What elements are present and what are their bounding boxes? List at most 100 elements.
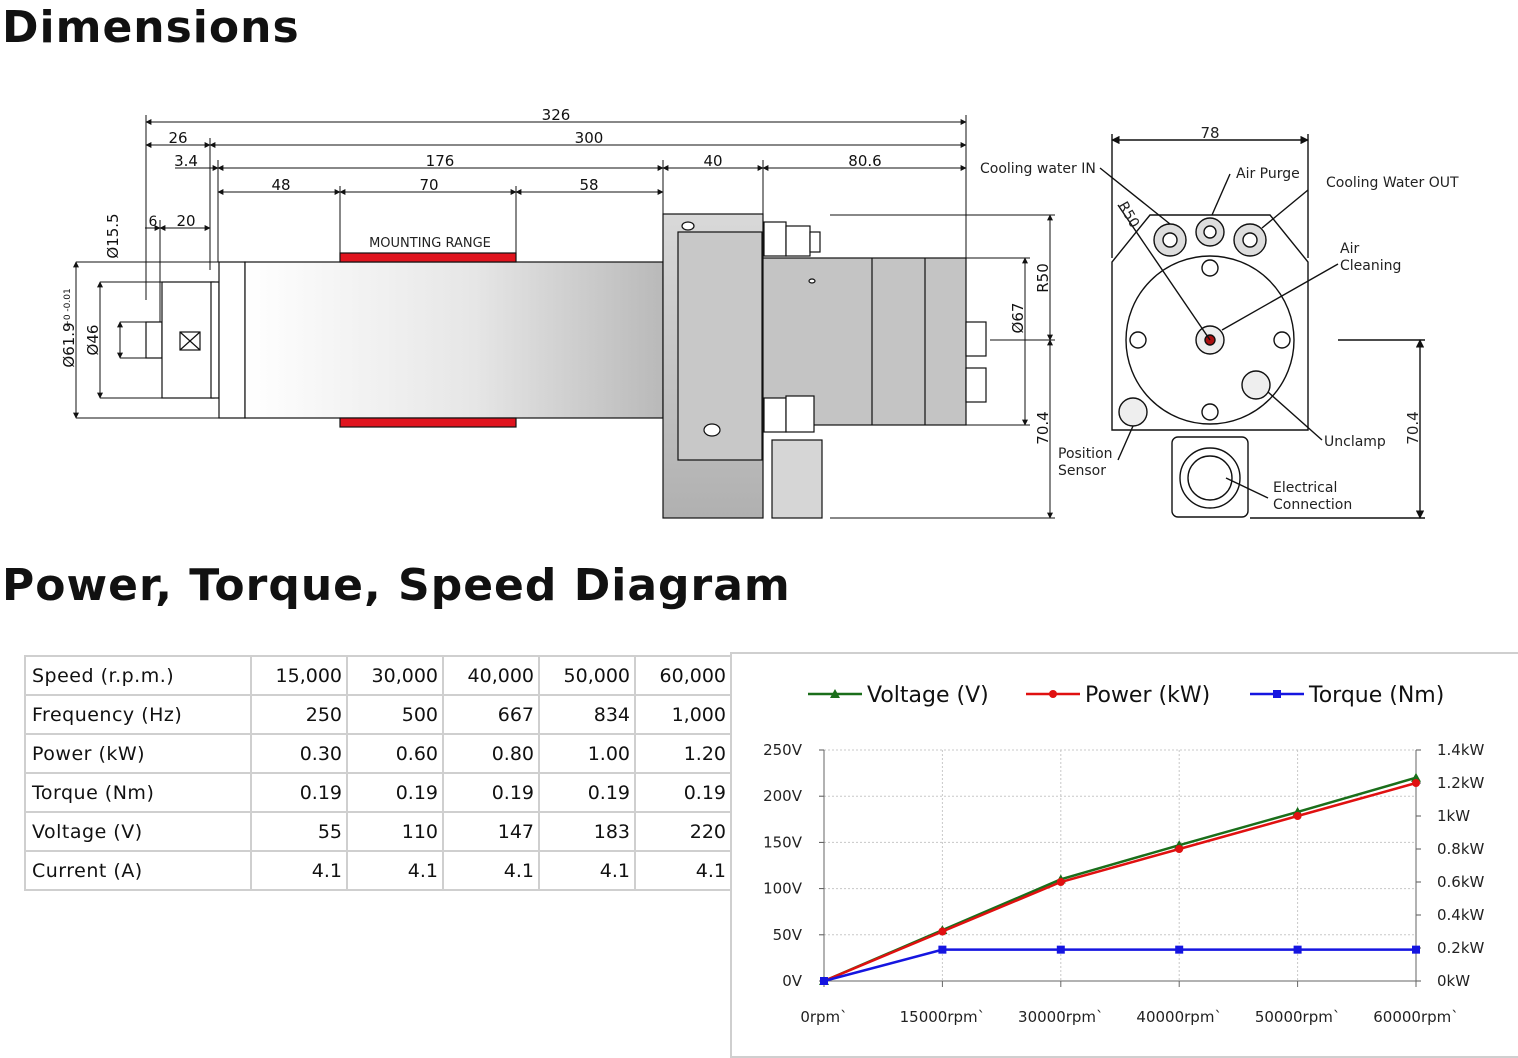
data-point — [938, 945, 947, 954]
data-point — [1411, 772, 1421, 782]
table-cell: 55 — [250, 811, 348, 852]
dim-d61-9: Ø61.9 — [60, 322, 78, 367]
table-cell: 4.1 — [442, 850, 540, 891]
spindle-side-view — [145, 213, 987, 519]
table-cell: 15,000 — [250, 655, 348, 696]
table-cell: 0.19 — [538, 772, 636, 813]
table-cell: 1.20 — [634, 733, 732, 774]
data-point — [820, 977, 828, 985]
table-cell: 220 — [634, 811, 732, 852]
table-cell: 4.1 — [250, 850, 348, 891]
position-sensor — [1118, 397, 1148, 427]
spindle-end-view — [1099, 134, 1425, 519]
table-cell: 667 — [442, 694, 540, 735]
data-point — [1056, 945, 1065, 954]
label-air-1: Air — [1340, 241, 1359, 257]
y-right-tick-label: 0.2kW — [1437, 939, 1485, 957]
label-position-2: Sensor — [1058, 463, 1106, 479]
spindle-nose — [145, 321, 163, 359]
label-unclamp: Unclamp — [1324, 434, 1386, 450]
y-left-tick-label: 200V — [763, 787, 803, 805]
dim-326: 326 — [542, 106, 571, 124]
table-cell: 0.80 — [442, 733, 540, 774]
label-air-purge: Air Purge — [1236, 166, 1300, 182]
y-right-tick-label: 0.6kW — [1437, 873, 1485, 891]
x-tick-label: 40000rpm` — [1136, 1008, 1222, 1026]
table-cell: 0.19 — [442, 772, 540, 813]
spindle-body — [244, 261, 664, 419]
row-label: Frequency (Hz) — [24, 694, 252, 735]
y-right-tick-label: 0.4kW — [1437, 906, 1485, 924]
series-line-1 — [823, 781, 1417, 983]
x-tick-label: 15000rpm` — [900, 1008, 986, 1026]
table-cell: 60,000 — [634, 655, 732, 696]
dim-78: 78 — [1200, 124, 1219, 142]
table-cell: 4.1 — [538, 850, 636, 891]
data-point — [1412, 945, 1420, 954]
table-cell: 110 — [346, 811, 444, 852]
table-cell: 50,000 — [538, 655, 636, 696]
legend-marker — [1273, 690, 1281, 698]
electrical-connector-side — [771, 439, 823, 519]
rear-fitting-top — [965, 321, 987, 357]
dim-d15-5: Ø15.5 — [104, 213, 122, 258]
legend-label: Voltage (V) — [867, 683, 989, 708]
label-cooling-out: Cooling Water OUT — [1326, 175, 1459, 191]
mounting-range-bottom — [339, 417, 517, 428]
table-cell: 1.00 — [538, 733, 636, 774]
front-bearing-cap — [218, 261, 246, 419]
y-left-tick-label: 0V — [782, 972, 803, 990]
fitting-top — [763, 221, 787, 257]
data-point — [1056, 878, 1065, 886]
table-cell: 40,000 — [442, 655, 540, 696]
table-cell: 250 — [250, 694, 348, 735]
data-point — [1293, 812, 1302, 820]
data-point — [1175, 845, 1184, 853]
y-left-tick-label: 50V — [773, 926, 803, 944]
legend-label: Torque (Nm) — [1308, 683, 1444, 708]
y-left-tick-label: 250V — [763, 741, 803, 759]
dim-70-4: 70.4 — [1034, 411, 1052, 444]
dim-d67: Ø67 — [1009, 303, 1027, 334]
row-label: Current (A) — [24, 850, 252, 891]
row-label: Power (kW) — [24, 733, 252, 774]
data-point — [1175, 945, 1184, 954]
y-left-tick-label: 100V — [763, 880, 803, 898]
table-cell: 0.60 — [346, 733, 444, 774]
table-cell: 834 — [538, 694, 636, 735]
table-cell: 0.19 — [250, 772, 348, 813]
dim-58: 58 — [579, 176, 598, 194]
table-cell: 1,000 — [634, 694, 732, 735]
bolt-top — [1201, 259, 1219, 277]
legend-marker — [1049, 690, 1057, 698]
y-right-tick-label: 1.4kW — [1437, 741, 1485, 759]
dim-40: 40 — [703, 152, 722, 170]
bolt-right — [1273, 331, 1291, 349]
x-tick-label: 60000rpm` — [1373, 1008, 1459, 1026]
label-electrical-1: Electrical — [1273, 480, 1337, 496]
x-tick-label: 30000rpm` — [1018, 1008, 1104, 1026]
diagram-title: Power, Torque, Speed Diagram — [2, 560, 791, 611]
dim-20: 20 — [176, 212, 195, 230]
dimensions-title: Dimensions — [2, 2, 300, 53]
y-right-tick-label: 1kW — [1437, 807, 1470, 825]
dim-tolerance: +0 -0.01 — [63, 288, 73, 327]
table-cell: 147 — [442, 811, 540, 852]
dim-70: 70 — [419, 176, 438, 194]
dim-r50: R50 — [1034, 263, 1052, 293]
series-line-2 — [823, 948, 1416, 983]
dim-3-4: 3.4 — [174, 152, 198, 170]
fitting-bottom — [763, 397, 787, 433]
table-cell: 4.1 — [346, 850, 444, 891]
power-torque-speed-chart: 0V50V100V150V200V250V0kW0.2kW0.4kW0.6kW0… — [763, 683, 1485, 1026]
dim-48: 48 — [271, 176, 290, 194]
end-dim-r50: R50 — [1115, 199, 1143, 231]
